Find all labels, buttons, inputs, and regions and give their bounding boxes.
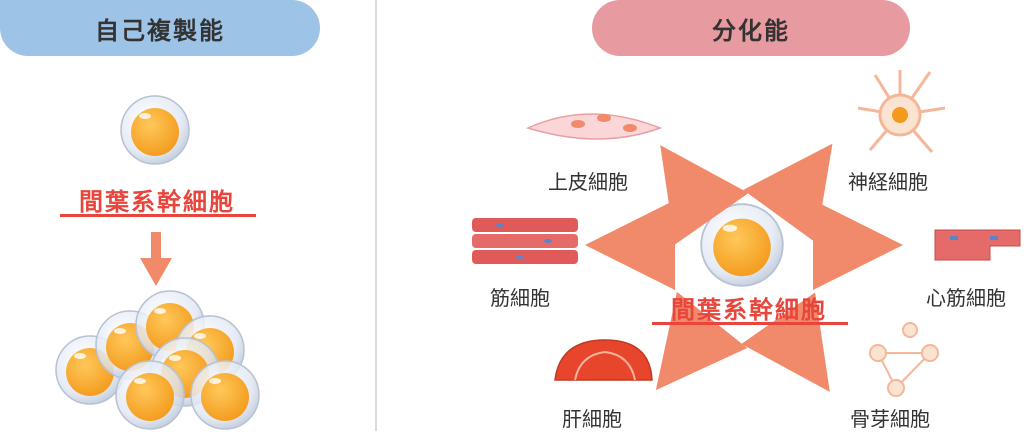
arrow-to-liver (655, 291, 748, 391)
panel-divider (375, 0, 377, 431)
arrow-to-bone (741, 292, 830, 392)
label-liver: 肝細胞 (562, 407, 622, 431)
self-renewal-header: 自己複製能 (0, 0, 320, 56)
differentiation-arrows (585, 143, 903, 392)
nerve-cell-illustration (857, 70, 946, 153)
differentiation-header: 分化能 (592, 0, 910, 56)
down-arrow (140, 232, 172, 286)
label-muscle: 筋細胞 (490, 286, 550, 310)
epithelial-cell-illustration (525, 113, 663, 140)
stem-cell-label-left: 間葉系幹細胞 (79, 188, 235, 216)
bone-cell-illustration (869, 322, 939, 397)
arrow-to-epithelial (660, 145, 749, 245)
muscle-cell-illustration (472, 218, 578, 264)
cardiac-cell-illustration (934, 229, 1021, 261)
stem-cell-label-center: 間葉系幹細胞 (671, 296, 827, 324)
label-epithelial: 上皮細胞 (548, 170, 628, 194)
arrow-to-nerve (743, 143, 833, 243)
cell-cluster (55, 290, 260, 430)
label-cardiac: 心筋細胞 (926, 286, 1006, 310)
label-nerve: 神経細胞 (848, 170, 928, 194)
self-renewal-title: 自己複製能 (95, 16, 225, 45)
stem-cell-center (700, 203, 784, 287)
stem-cell-underline-center (652, 322, 848, 325)
stem-cell-underline-left (60, 214, 256, 217)
liver-cell-illustration (554, 339, 653, 381)
label-bone: 骨芽細胞 (850, 407, 930, 431)
stem-cell-left (120, 95, 190, 165)
differentiation-title: 分化能 (712, 16, 790, 45)
